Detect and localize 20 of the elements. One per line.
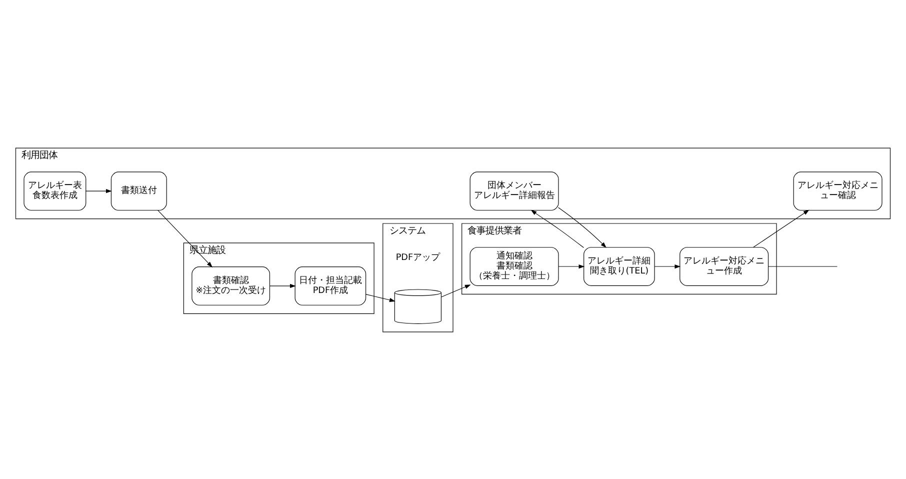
arrow — [530, 209, 584, 248]
node-box: 書類送付 — [110, 171, 167, 210]
arrow — [558, 206, 606, 248]
arrow — [654, 264, 681, 268]
arrow — [558, 264, 585, 268]
node-box: アレルギー対応メニュー確認 — [793, 171, 882, 210]
node-box: 書類確認 ※注文の一次受け — [192, 266, 270, 305]
node-box: アレルギー表食数表作成 — [24, 171, 86, 210]
node-box: アレルギー詳細聞き取り(TEL) — [584, 246, 655, 286]
node-box: 通知確認書類確認（栄養士・調理士） — [470, 246, 559, 286]
arrow — [269, 283, 296, 288]
arrow — [753, 209, 810, 248]
arrow — [158, 210, 213, 267]
arrow — [86, 188, 112, 193]
arrow — [366, 294, 396, 302]
node-box: 団体メンバーアレルギー詳細報告 — [470, 171, 559, 210]
node-box: アレルギー対応メニュー作成 — [680, 246, 769, 286]
arrow — [441, 284, 471, 297]
node-label: PDFアップ — [396, 252, 440, 262]
node-box: 日付・担当記載PDF作成 — [294, 266, 366, 305]
